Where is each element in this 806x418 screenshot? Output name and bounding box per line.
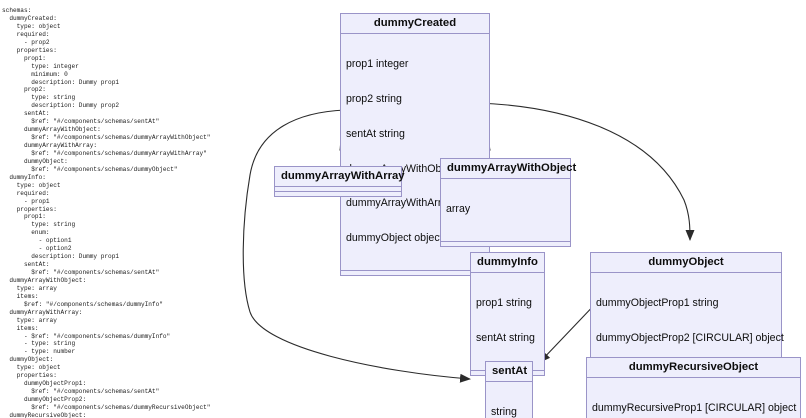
node-body: string — [486, 382, 532, 418]
node-footer — [441, 241, 570, 246]
node-title: dummyInfo — [471, 253, 544, 273]
node-title: dummyObject — [591, 253, 781, 273]
node-attribute: prop2 string — [346, 92, 402, 105]
node-body: prop1 string sentAt string — [471, 273, 544, 371]
node-title: dummyRecursiveObject — [587, 358, 800, 378]
node-title: dummyArrayWithObject — [441, 159, 576, 179]
node-title: dummyCreated — [341, 14, 489, 34]
node-attribute: sentAt string — [346, 127, 405, 140]
node-footer — [341, 270, 489, 275]
node-title: sentAt — [486, 362, 532, 382]
node-dummycreated[interactable]: dummyCreated prop1 integer prop2 string … — [340, 13, 490, 276]
node-footer — [275, 192, 401, 196]
node-title: dummyArrayWithArray — [275, 167, 405, 187]
node-body: dummyObjectProp1 string dummyObjectProp2… — [591, 273, 784, 371]
node-body: dummyRecursiveProp1 [CIRCULAR] object du… — [587, 378, 800, 418]
node-attribute: prop1 integer — [346, 58, 409, 71]
yaml-source-pane: schemas: dummyCreated: type: object requ… — [2, 7, 211, 418]
node-dummyinfo[interactable]: dummyInfo prop1 string sentAt string — [470, 252, 545, 376]
node-attribute: dummyArrayWithArray array — [346, 197, 480, 210]
node-attribute: string — [491, 406, 517, 418]
node-sentat[interactable]: sentAt string — [485, 361, 533, 418]
node-dummyarraywithobject[interactable]: dummyArrayWithObject array — [440, 158, 576, 247]
node-attribute: prop1 string — [476, 297, 532, 310]
node-body — [275, 187, 401, 192]
node-dummyarraywitharray[interactable]: dummyArrayWithArray — [274, 166, 405, 197]
node-dummyrecursiveobject[interactable]: dummyRecursiveObject dummyRecursiveProp1… — [586, 357, 801, 418]
node-attribute: dummyArrayWithObject array — [346, 162, 485, 175]
node-attribute: dummyObject object — [346, 232, 443, 245]
node-attribute: dummyObjectProp1 string — [596, 297, 719, 310]
node-attribute: dummyRecursiveProp1 [CIRCULAR] object — [592, 402, 797, 415]
node-attribute: dummyObjectProp2 [CIRCULAR] object — [596, 331, 784, 344]
node-body: array — [441, 179, 570, 242]
node-attribute: sentAt string — [476, 331, 535, 344]
node-attribute: array — [446, 203, 471, 216]
